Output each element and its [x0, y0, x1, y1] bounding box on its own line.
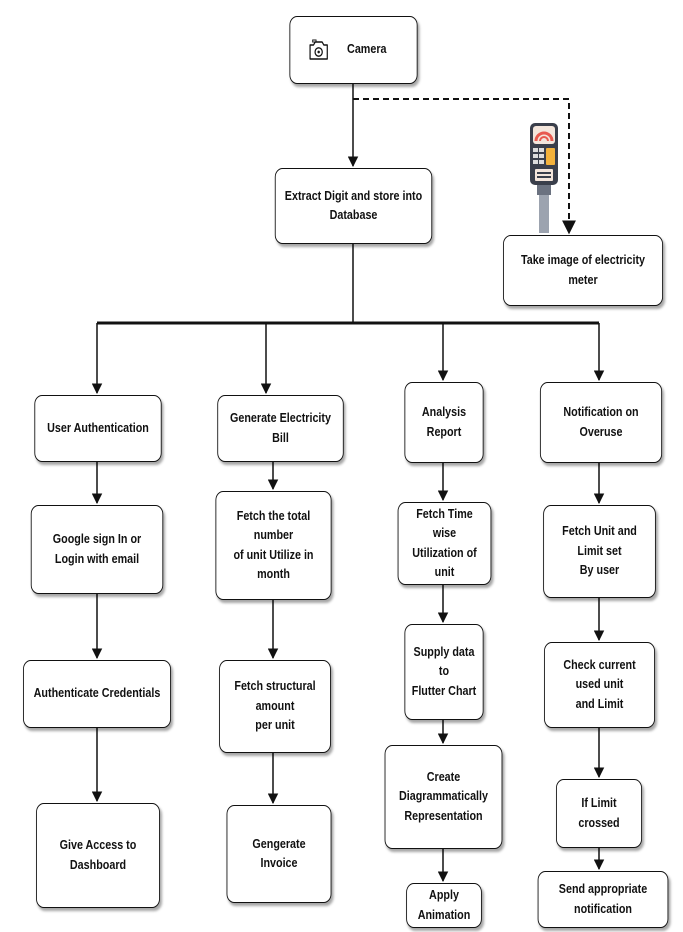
camera-icon: [309, 39, 328, 60]
google-node: Google sign In or Login with email: [30, 505, 164, 594]
animation-label: Apply Animation: [417, 888, 471, 922]
fetch-total-label: Fetch the total number of unit Utilize i…: [233, 508, 314, 581]
invoice-node: Gengerate Invoice: [226, 805, 332, 903]
electricity-meter-icon: [530, 123, 558, 233]
take-image-node: Take image of electricity meter: [503, 235, 663, 306]
dashboard-node: Give Access to Dashboard: [36, 803, 160, 908]
diagram-label: Create Diagrammatically Representation: [398, 769, 489, 823]
notification-label: Notification on Overuse: [563, 405, 639, 439]
analysis-node: Analysis Report: [404, 382, 484, 463]
supply-label: Supply data to Flutter Chart: [411, 644, 477, 698]
fetch-total-node: Fetch the total number of unit Utilize i…: [215, 491, 332, 600]
credentials-node: Authenticate Credentials: [23, 660, 171, 728]
limit-crossed-node: If Limit crossed: [556, 779, 642, 848]
camera-label: Camera: [347, 42, 387, 57]
auth-label: User Authentication: [47, 420, 149, 435]
auth-node: User Authentication: [34, 395, 162, 462]
limit-crossed-label: If Limit crossed: [578, 796, 620, 830]
diagram-node: Create Diagrammatically Representation: [384, 745, 503, 849]
analysis-label: Analysis Report: [421, 405, 467, 439]
extract-node: Extract Digit and store into Database: [274, 168, 433, 244]
send-label: Send appropriate notification: [558, 882, 648, 916]
google-label: Google sign In or Login with email: [52, 532, 142, 566]
send-node: Send appropriate notification: [537, 871, 669, 928]
fetch-time-node: Fetch Time wise Utilization of unit: [397, 502, 492, 585]
credentials-label: Authenticate Credentials: [33, 686, 161, 701]
supply-node: Supply data to Flutter Chart: [404, 624, 484, 720]
fetch-limit-label: Fetch Unit and Limit set By user: [562, 524, 637, 578]
take-image-label: Take image of electricity meter: [520, 253, 646, 287]
notification-node: Notification on Overuse: [539, 382, 663, 463]
fetch-time-label: Fetch Time wise Utilization of unit: [412, 506, 477, 579]
camera-node: Camera: [289, 16, 418, 84]
extract-label: Extract Digit and store into Database: [284, 188, 423, 222]
fetch-limit-node: Fetch Unit and Limit set By user: [543, 505, 656, 598]
bill-node: Generate Electricity Bill: [217, 395, 344, 462]
animation-node: Apply Animation: [406, 883, 482, 928]
bill-label: Generate Electricity Bill: [230, 411, 331, 445]
check-label: Check current used unit and Limit: [563, 657, 636, 711]
fetch-struct-label: Fetch structural amount per unit: [234, 679, 316, 733]
edge-camera-take-image: [353, 98, 576, 235]
check-node: Check current used unit and Limit: [544, 642, 655, 728]
dashboard-label: Give Access to Dashboard: [59, 838, 137, 872]
invoice-label: Gengerate Invoice: [252, 836, 306, 870]
fetch-struct-node: Fetch structural amount per unit: [219, 660, 331, 753]
